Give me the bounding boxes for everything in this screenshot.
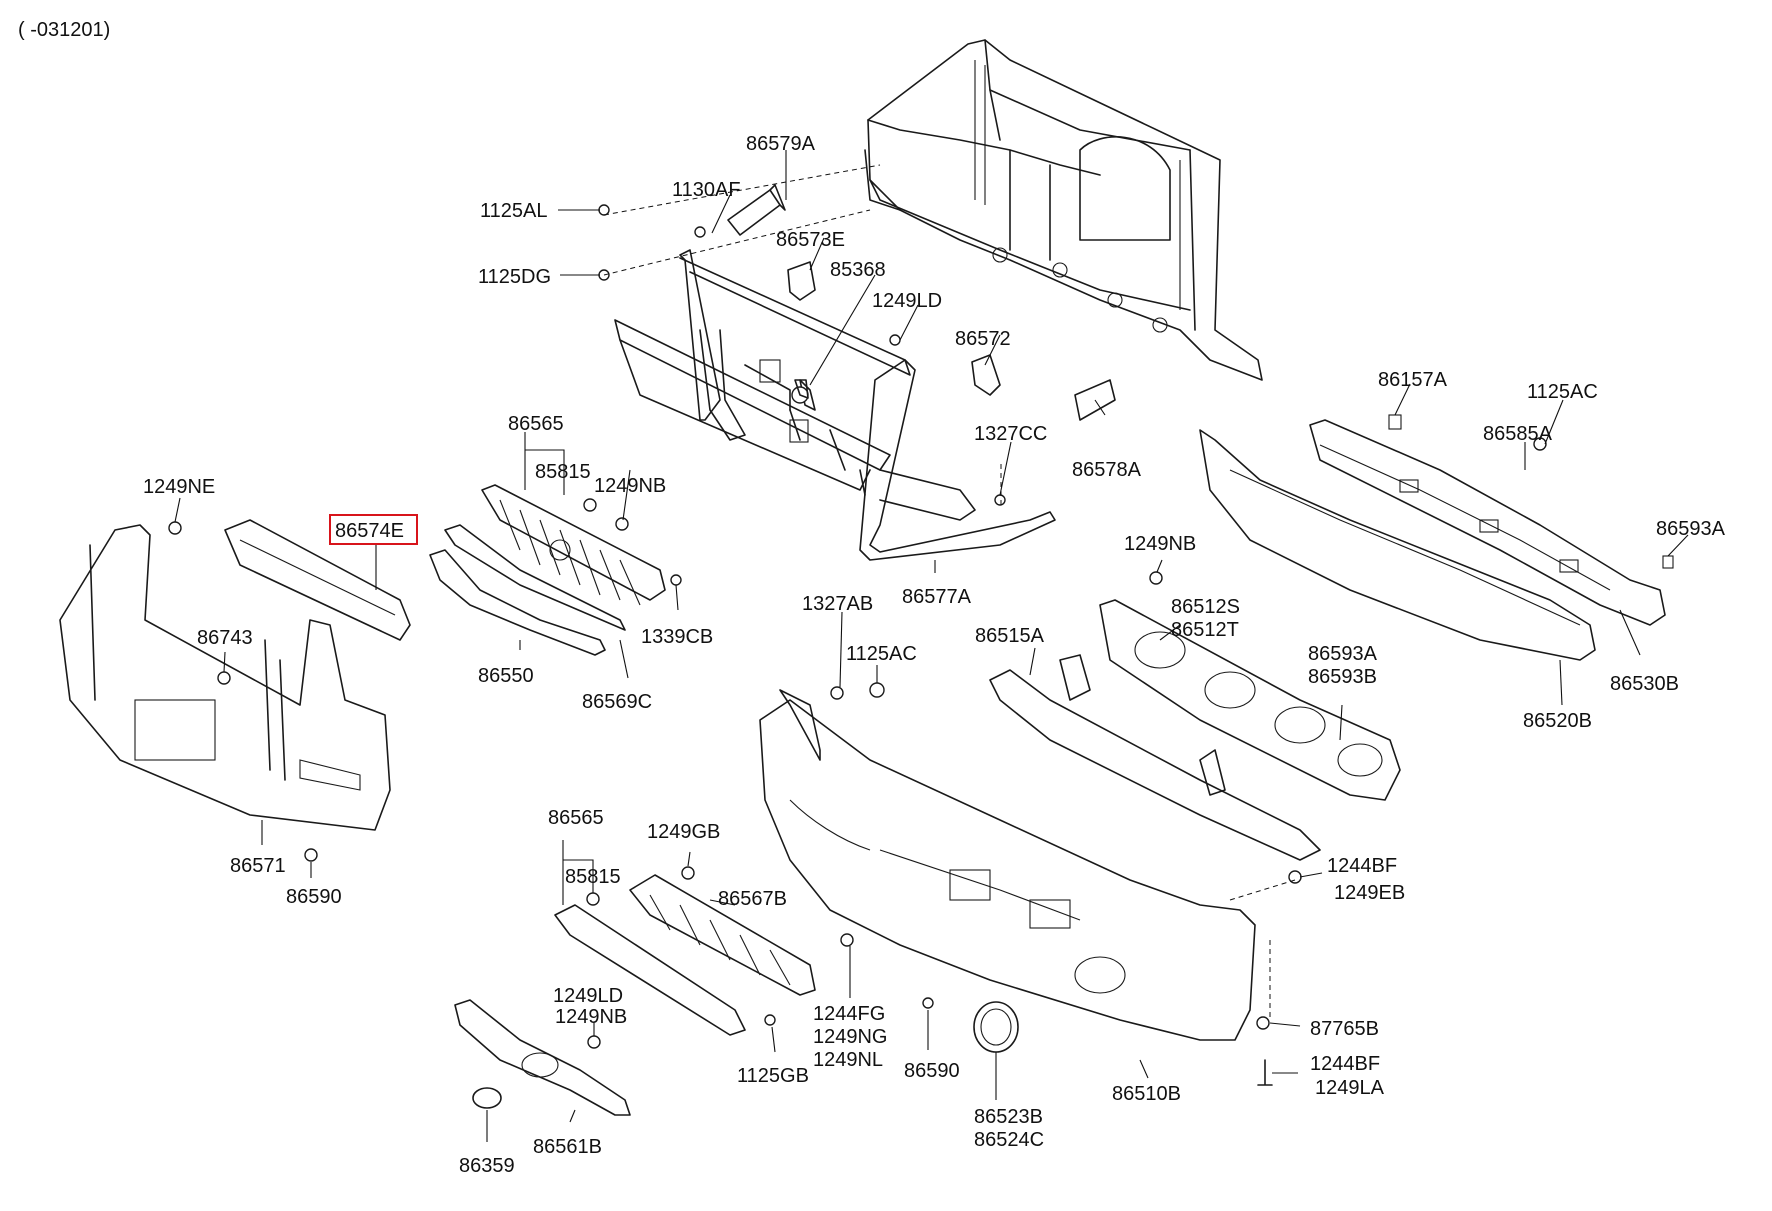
label-1244BF-bottom[interactable]: 1244BF (1310, 1053, 1380, 1075)
label-86577A[interactable]: 86577A (902, 586, 972, 608)
label-1244FG[interactable]: 1244FG (813, 1003, 885, 1025)
clip-86743 (217, 671, 231, 685)
label-86515A[interactable]: 86515A (975, 625, 1045, 647)
label-86590-left[interactable]: 86590 (286, 886, 342, 908)
bracket-86578A (1074, 379, 1116, 421)
label-86550[interactable]: 86550 (478, 665, 534, 687)
label-86359[interactable]: 86359 (459, 1155, 515, 1177)
bolt-1249NB-mid (615, 517, 629, 531)
label-86571[interactable]: 86571 (230, 855, 286, 877)
label-86569C[interactable]: 86569C (582, 691, 652, 713)
label-86585A[interactable]: 86585A (1483, 423, 1553, 445)
label-1249NE[interactable]: 1249NE (143, 476, 215, 498)
label-1327AB[interactable]: 1327AB (802, 593, 873, 615)
label-86574E[interactable]: 86574E (335, 520, 404, 542)
highlight-box (329, 514, 418, 545)
label-85815-top[interactable]: 85815 (535, 461, 591, 483)
radiator-support-panel (864, 39, 1263, 381)
bracket-86572 (971, 354, 1001, 396)
part-86520B (1199, 429, 1596, 661)
label-1249EB[interactable]: 1249EB (1334, 882, 1405, 904)
molding-86561B (454, 999, 631, 1116)
label-86523B[interactable]: 86523B (974, 1106, 1043, 1128)
label-86593B[interactable]: 86593B (1308, 666, 1377, 688)
label-1244BF-top[interactable]: 1244BF (1327, 855, 1397, 877)
label-86579A[interactable]: 86579A (746, 133, 816, 155)
label-1130AF[interactable]: 1130AF (672, 179, 741, 201)
label-86593A-right[interactable]: 86593A (1656, 518, 1726, 540)
label-1327CC[interactable]: 1327CC (974, 423, 1047, 445)
label-86572[interactable]: 86572 (955, 328, 1011, 350)
label-85368[interactable]: 85368 (830, 259, 886, 281)
part-labels: 86579A 1130AF 1125AL 86573E 85368 1125DG… (143, 133, 1726, 1177)
label-1249LA[interactable]: 1249LA (1315, 1077, 1385, 1099)
fasteners-top (598, 204, 1674, 569)
label-86561B[interactable]: 86561B (533, 1136, 602, 1158)
label-86593A-mid[interactable]: 86593A (1308, 643, 1378, 665)
grille-molding-86550 (429, 549, 606, 656)
bracket-86515A (989, 654, 1321, 861)
fasteners-lower (586, 571, 1302, 1086)
label-86573E[interactable]: 86573E (776, 229, 845, 251)
label-85815-bottom[interactable]: 85815 (565, 866, 621, 888)
label-1125DG[interactable]: 1125DG (478, 266, 551, 288)
leader-lines (174, 150, 1689, 1142)
header-text: ( -031201) (18, 19, 110, 41)
strip-86565-bottom (554, 904, 746, 1036)
emblem-86359 (472, 1087, 502, 1109)
bumper-guard-86571 (59, 524, 391, 831)
bracket-86573E (787, 261, 816, 301)
label-1125AC-mid[interactable]: 1125AC (846, 643, 917, 665)
label-86520B[interactable]: 86520B (1523, 710, 1592, 732)
radiator-grille-86565 (481, 484, 666, 606)
bumper-beam-frame (614, 249, 1056, 561)
cover-86574E (224, 519, 411, 641)
label-1249NB-right[interactable]: 1249NB (1124, 533, 1196, 555)
label-1249GB[interactable]: 1249GB (647, 821, 720, 843)
label-86565-bottom[interactable]: 86565 (548, 807, 604, 829)
clip-85815-top (583, 498, 597, 512)
label-1249NG[interactable]: 1249NG (813, 1026, 888, 1048)
label-86512S[interactable]: 86512S (1171, 596, 1240, 618)
label-87765B[interactable]: 87765B (1310, 1018, 1379, 1040)
nut-86590-left (304, 848, 318, 862)
fog-lamp-cover-86523B (973, 1001, 1019, 1053)
label-86530B[interactable]: 86530B (1610, 673, 1679, 695)
label-1125AC-right[interactable]: 1125AC (1527, 381, 1598, 403)
label-86590-bottom[interactable]: 86590 (904, 1060, 960, 1082)
label-1339CB[interactable]: 1339CB (641, 626, 713, 648)
label-1249LD-top[interactable]: 1249LD (872, 290, 942, 312)
label-86578A[interactable]: 86578A (1072, 459, 1142, 481)
label-86157A[interactable]: 86157A (1378, 369, 1448, 391)
label-86565-top[interactable]: 86565 (508, 413, 564, 435)
lower-grille-86567B (629, 874, 816, 996)
part-86530B (1309, 419, 1666, 626)
label-86524C[interactable]: 86524C (974, 1129, 1044, 1151)
bracket-86579A (727, 184, 786, 236)
label-86510B[interactable]: 86510B (1112, 1083, 1181, 1105)
label-1125AL[interactable]: 1125AL (480, 200, 547, 222)
front-bumper-86510B (759, 689, 1256, 1041)
grille-insert-86512 (1099, 599, 1401, 801)
strip-86569C (444, 524, 626, 631)
screw-1339CB (670, 574, 682, 586)
label-1125GB[interactable]: 1125GB (737, 1065, 809, 1087)
label-86743[interactable]: 86743 (197, 627, 253, 649)
label-1249NB-bottom[interactable]: 1249NB (555, 1006, 627, 1028)
label-1249LD-bottom[interactable]: 1249LD (553, 985, 623, 1007)
bolt-1249NE (168, 521, 182, 535)
label-86512T[interactable]: 86512T (1171, 619, 1239, 641)
label-1249NB-mid[interactable]: 1249NB (594, 475, 666, 497)
label-86567B[interactable]: 86567B (718, 888, 787, 910)
label-1249NL[interactable]: 1249NL (813, 1049, 883, 1071)
